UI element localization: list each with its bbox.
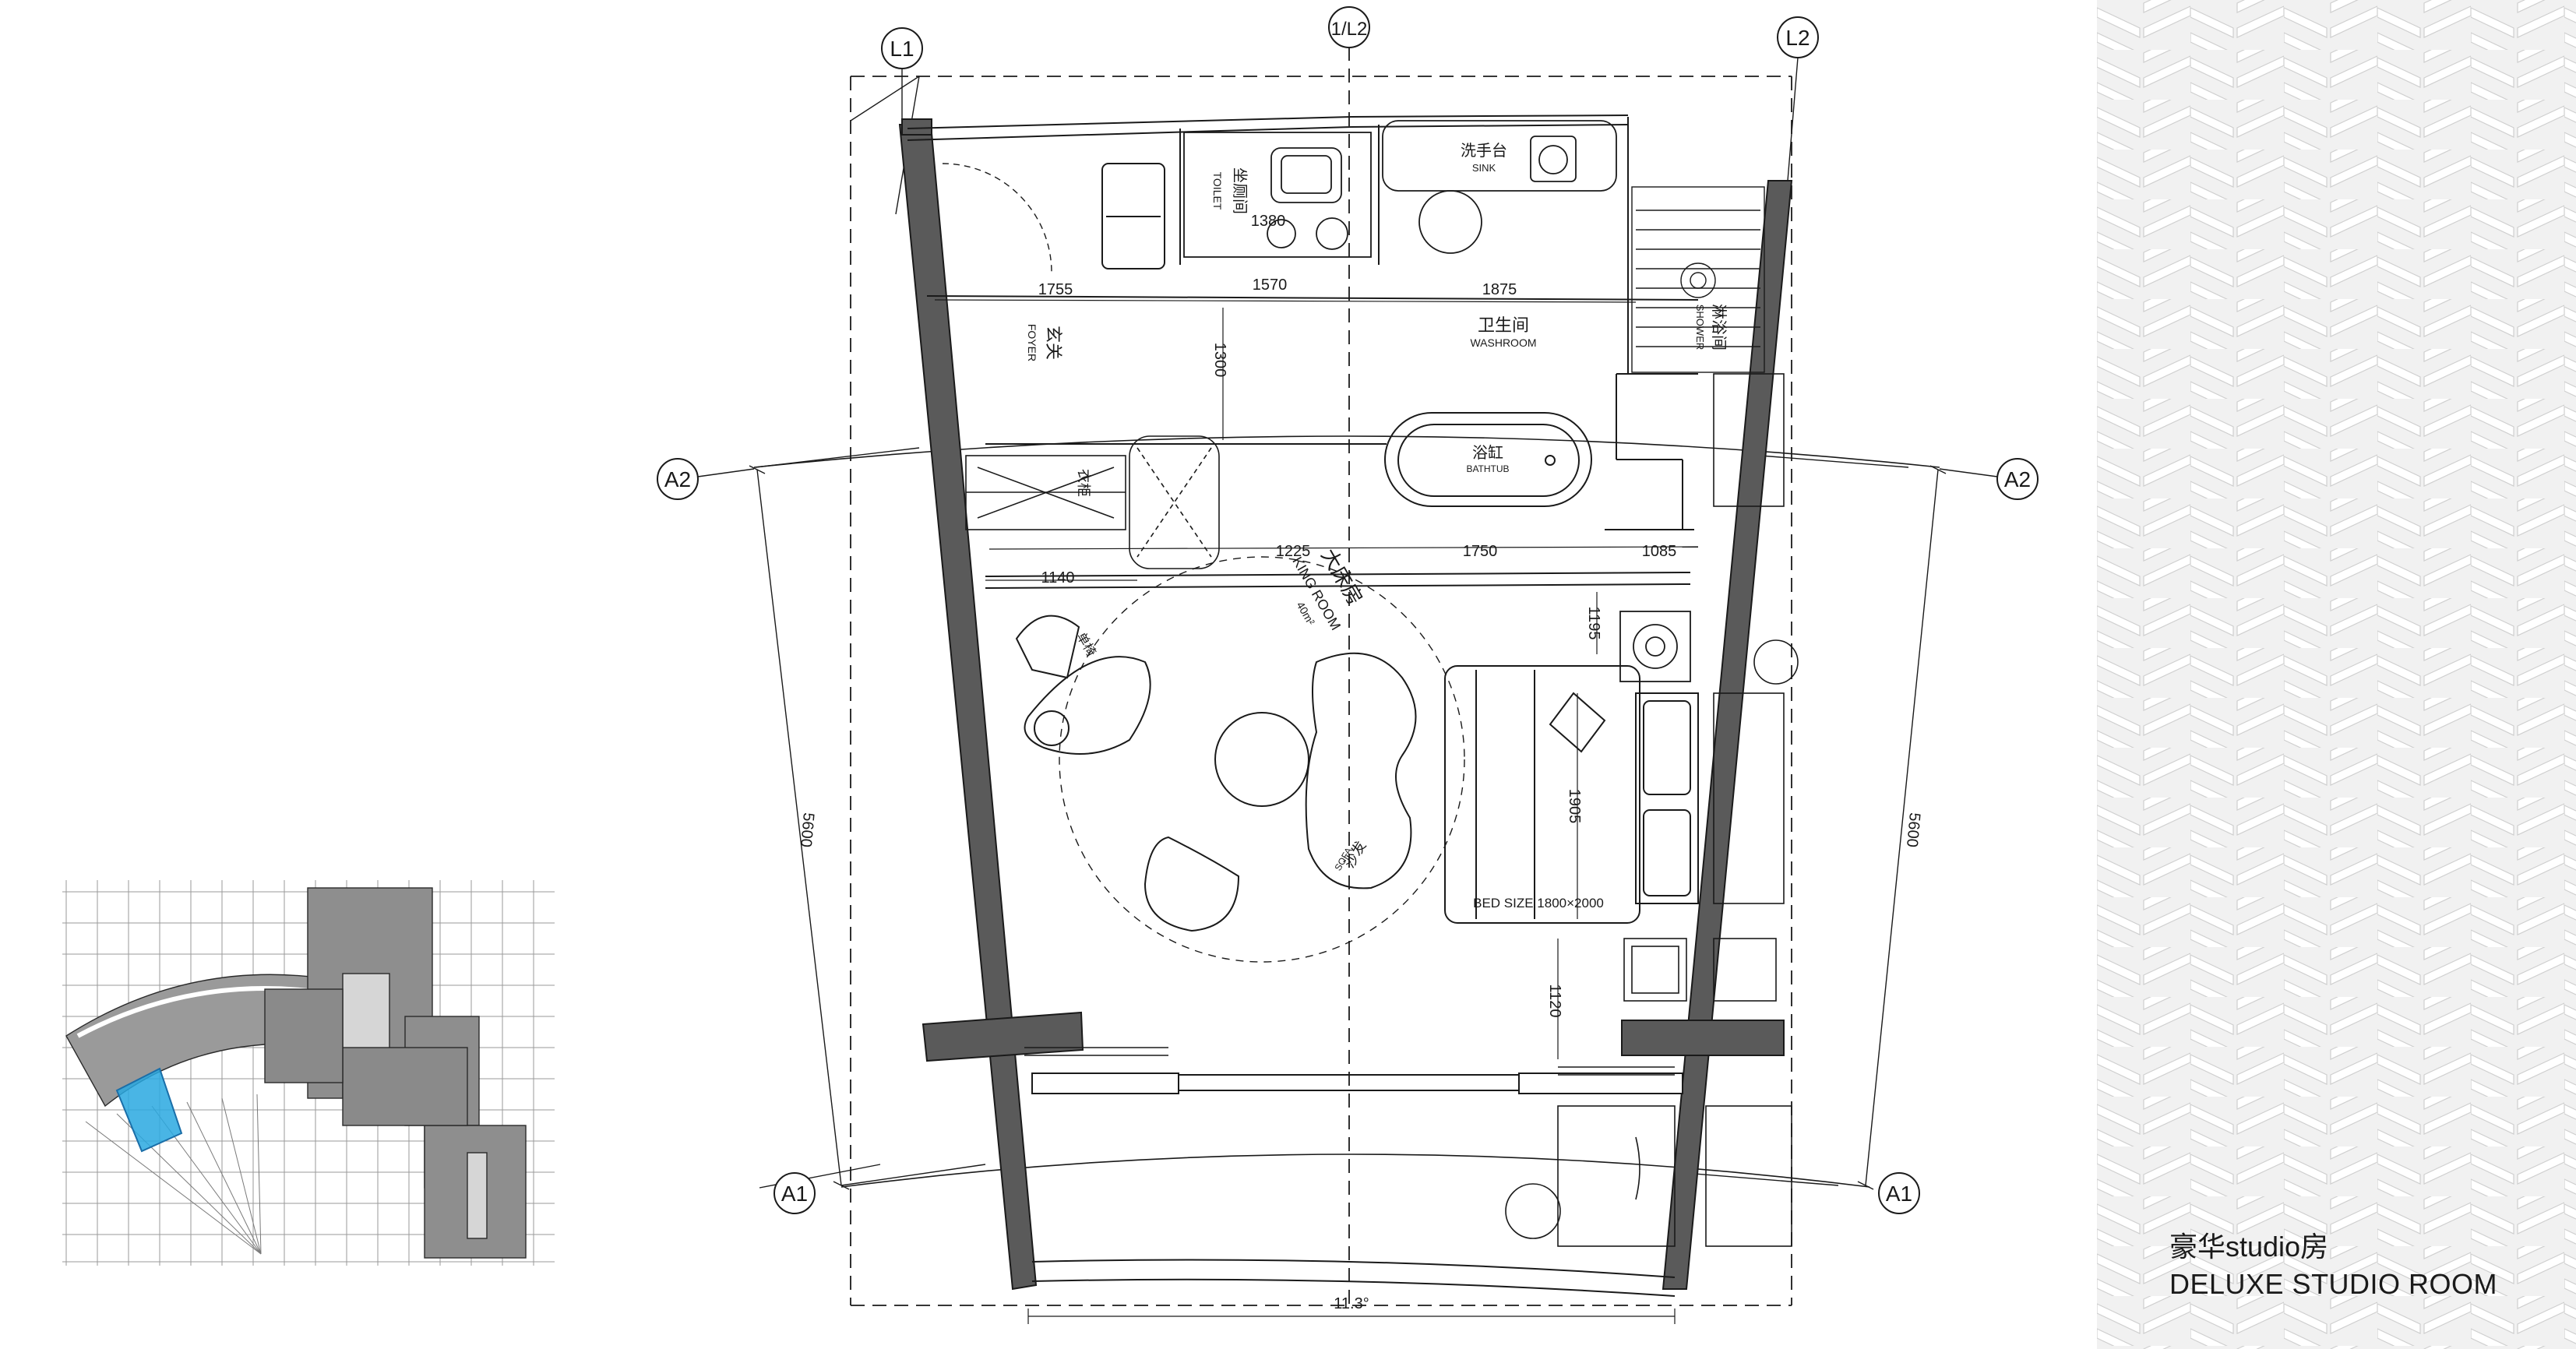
bed [1444, 665, 1699, 924]
dim-1225: 1225 [1276, 543, 1311, 560]
axis-bubble-a1-right: A1 [1878, 1172, 1920, 1214]
a1-arc [840, 1154, 1870, 1188]
wardrobe [965, 435, 1220, 569]
axis-bubble-l2: L2 [1777, 16, 1819, 181]
chair-top [1015, 615, 1080, 679]
dim-1875: 1875 [1482, 281, 1517, 298]
dimension-5600-left [749, 465, 850, 1190]
room-labels: 坐厕间 TOILET 洗手台 SINK 玄关 FOYER 卫生间 WASHROO… [1026, 142, 1728, 910]
coffee-table [1214, 712, 1309, 807]
shower [1631, 186, 1765, 373]
label-sink-cn: 洗手台 [1461, 142, 1507, 160]
key-plan-rays [85, 1094, 262, 1255]
dim-5600-right: 5600 [1903, 812, 1923, 847]
rug-outline [1059, 556, 1465, 963]
axis-bubble-a2-right: A2 [1939, 458, 2039, 500]
dim-1195: 1195 [1585, 606, 1602, 639]
caption-title-cn: 豪华studio房 [2169, 1231, 2329, 1263]
neighbour-room [1705, 373, 1799, 1247]
lower-desk [1505, 1105, 1676, 1247]
axis-bubble-a1-left: A1 [774, 1172, 816, 1214]
label-bathtub-cn: 浴缸 [1472, 444, 1503, 462]
axis-bubble-a2-left: A2 [657, 458, 755, 500]
dim-1085: 1085 [1642, 543, 1677, 560]
facade-glazing [1024, 1047, 1683, 1297]
axis-label-a2-right: A2 [2004, 467, 2031, 491]
dimension-labels: 1755 1570 1875 1380 1300 1225 1750 1085 … [797, 213, 1923, 1312]
axis-label-a1-right: A1 [1886, 1182, 1912, 1206]
label-sink-en: SINK [1472, 162, 1496, 174]
dim-1570: 1570 [1253, 276, 1288, 294]
nightstand-lamp [1619, 611, 1691, 682]
axis-bubble-l1: L1 [881, 27, 923, 121]
entry-door-arc [942, 163, 1052, 273]
dashed-boundary [850, 47, 1792, 1306]
minibar [1623, 938, 1687, 1002]
material-texture-panel [2097, 0, 2576, 1349]
label-toilet-en: TOILET [1211, 172, 1224, 210]
dimension-5600-right [1857, 465, 1947, 1190]
dim-1905: 1905 [1566, 789, 1583, 824]
label-bathtub-en: BATHTUB [1466, 463, 1509, 474]
label-foyer-cn: 玄关 [1044, 326, 1063, 360]
dim-angle: 11.3° [1334, 1295, 1369, 1312]
key-plan [62, 880, 555, 1266]
dim-1755: 1755 [1038, 281, 1073, 298]
label-foyer-en: FOYER [1026, 324, 1038, 361]
axis-label-l12: 1/L2 [1331, 19, 1368, 40]
herringbone-texture [2097, 0, 2576, 1349]
key-plan-building [65, 887, 527, 1259]
dim-1750: 1750 [1463, 543, 1498, 560]
axis-label-l1: L1 [890, 37, 914, 61]
axis-label-l2: L2 [1785, 26, 1810, 50]
toilet-zone [1183, 132, 1372, 258]
sink-counter [1382, 120, 1617, 254]
dim-1380: 1380 [1251, 213, 1286, 230]
key-plan-highlight [115, 1067, 183, 1153]
axis-bubbles: L1 1/L2 L2 A2 A2 A1 A1 [657, 6, 2039, 1214]
partitions [926, 117, 1699, 589]
floor-plan: L1 1/L2 L2 A2 A2 A1 A1 [62, 6, 2039, 1324]
dim-1120: 1120 [1546, 984, 1563, 1017]
label-bed-size: BED SIZE 1800×2000 [1473, 896, 1604, 910]
label-toilet-cn: 坐厕间 [1231, 167, 1249, 214]
top-wall [907, 114, 1629, 141]
label-wardrobe-cn: 衣柜 [1076, 469, 1091, 497]
dim-1140: 1140 [1041, 569, 1074, 586]
lounge-chair [1024, 656, 1151, 755]
axis-label-a1-left: A1 [781, 1182, 808, 1206]
main-walls [898, 118, 1793, 1291]
sofa [1305, 652, 1417, 889]
caption-title-en: DELUXE STUDIO ROOM [2169, 1268, 2498, 1300]
axis-label-a2-left: A2 [664, 467, 691, 491]
label-shower-en: SHOWER [1694, 305, 1706, 350]
bathtub [1384, 412, 1592, 507]
chair-bottom [1144, 836, 1240, 932]
dim-1300: 1300 [1211, 343, 1228, 378]
label-washroom-en: WASHROOM [1470, 336, 1536, 349]
axis-bubble-l12: 1/L2 [1328, 6, 1370, 48]
label-washroom-cn: 卫生间 [1478, 315, 1529, 335]
label-shower-cn: 淋浴间 [1710, 304, 1728, 350]
foyer-bench [1101, 163, 1165, 269]
dim-5600-left: 5600 [797, 812, 817, 847]
sheet-caption: 豪华studio房 DELUXE STUDIO ROOM [2169, 1229, 2497, 1304]
dimension-chains [934, 299, 1699, 1324]
